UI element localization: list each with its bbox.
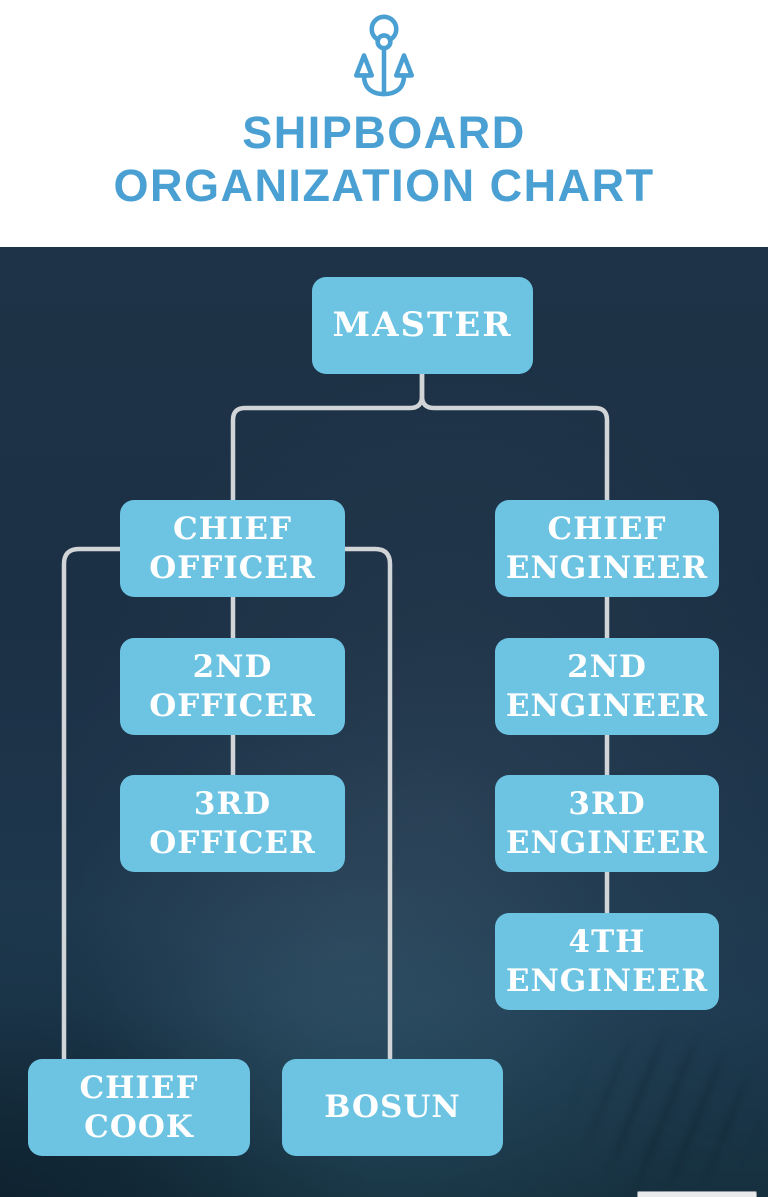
node-chief-engineer: CHIEF ENGINEER [495, 500, 719, 597]
header: SHIPBOARD ORGANIZATION CHART [0, 0, 768, 247]
edge-master-chief-officer [230, 374, 425, 500]
edge-master-chief-engineer [419, 374, 610, 500]
anchor-icon [339, 10, 429, 110]
page-title: SHIPBOARD ORGANIZATION CHART [113, 107, 655, 211]
node-2nd-engineer: 2ND ENGINEER [495, 638, 719, 735]
cutoff-footer-strip [637, 1191, 757, 1197]
edge-chief-officer-chief-cook [61, 546, 120, 1059]
node-4th-engineer: 4TH ENGINEER [495, 913, 719, 1010]
node-chief-officer: CHIEF OFFICER [120, 500, 345, 597]
node-bosun: BOSUN [282, 1059, 503, 1156]
edge-chief-officer-bosun [345, 546, 393, 1059]
node-3rd-officer: 3RD OFFICER [120, 775, 345, 872]
node-2nd-officer: 2ND OFFICER [120, 638, 345, 735]
node-3rd-engineer: 3RD ENGINEER [495, 775, 719, 872]
node-master: MASTER [312, 277, 533, 374]
node-chief-cook: CHIEF COOK [28, 1059, 250, 1156]
